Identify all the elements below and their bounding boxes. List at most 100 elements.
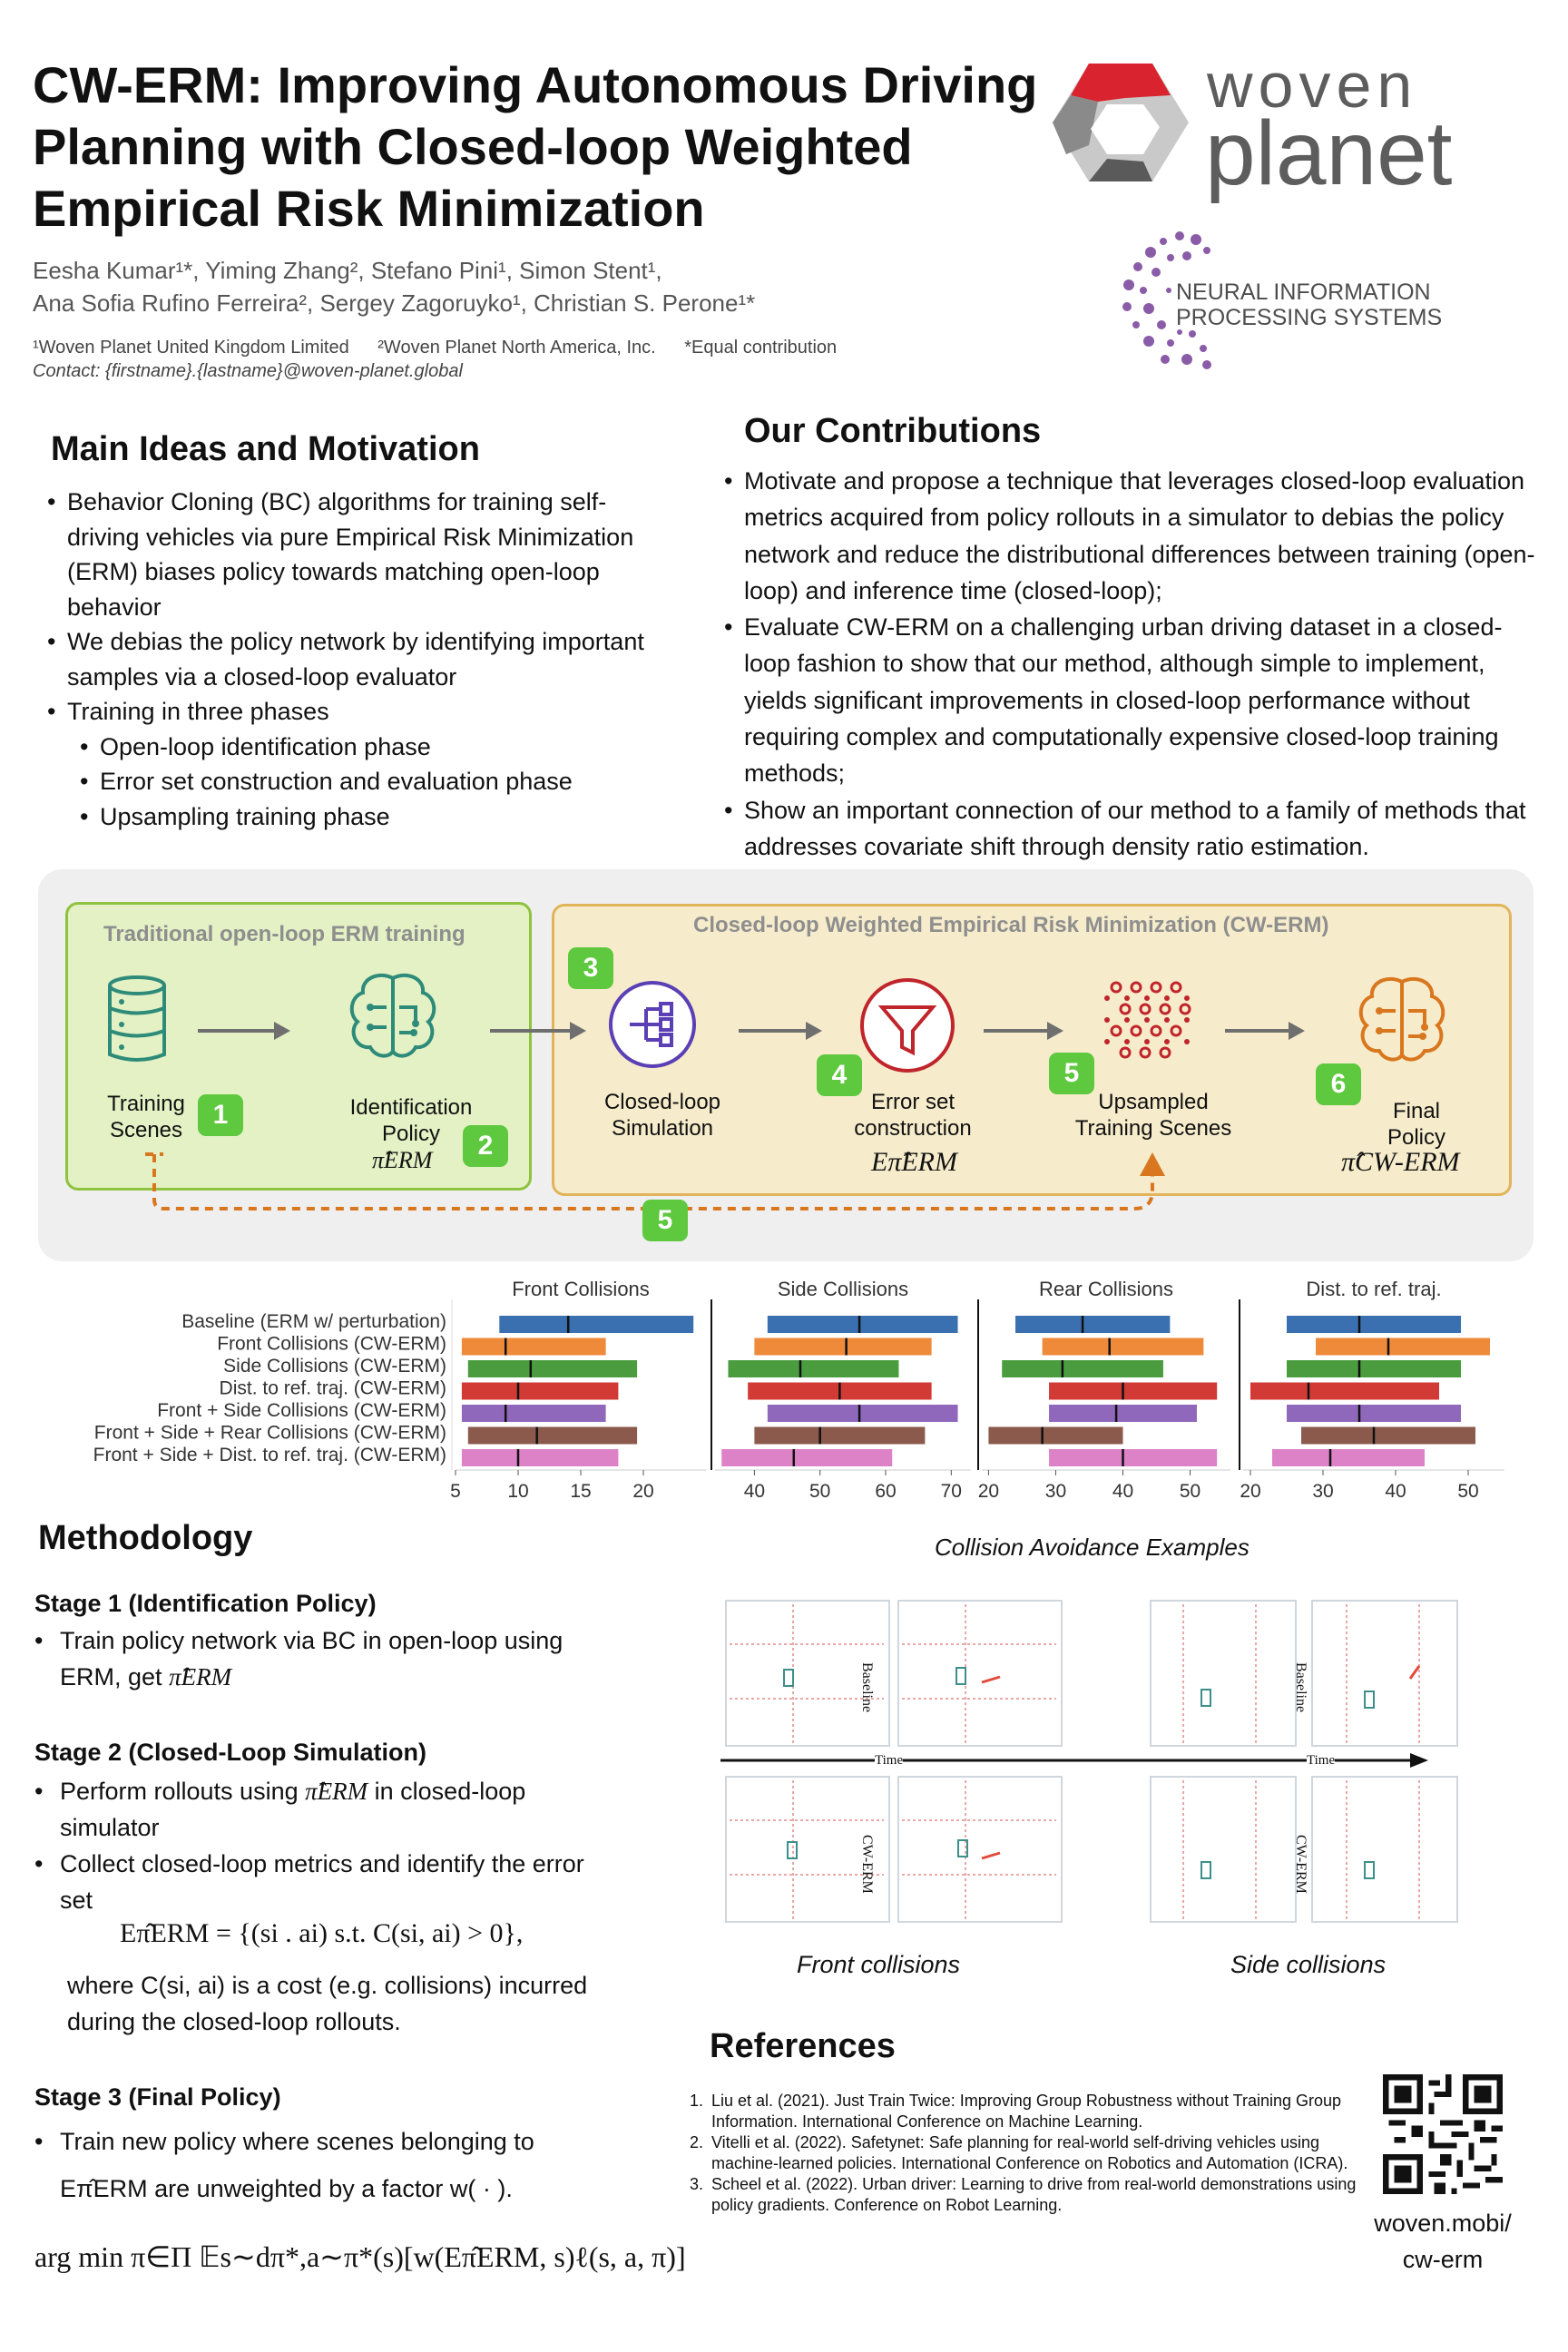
project-link[interactable]: woven.mobi/ cw-erm: [1361, 2205, 1524, 2278]
box: [467, 1426, 638, 1445]
panel-title: Side Collisions: [778, 1281, 908, 1300]
stage1-text: • Train policy network via BC in open-lo…: [34, 1627, 564, 1690]
error-set-construction-label: Error set construction: [854, 1090, 972, 1141]
baseline-label-side: Baseline: [1293, 1662, 1308, 1713]
contact-line: Contact: {firstname}.{lastname}@woven-pl…: [33, 361, 463, 381]
list-item: Show an important connection of our meth…: [722, 792, 1539, 866]
box: [461, 1382, 619, 1400]
step-badge-5: 5: [1049, 1053, 1094, 1094]
closed-loop-simulation-label: Closed-loop Simulation: [603, 1090, 721, 1141]
neurips-dots-icon: [1122, 231, 1211, 369]
stage3-description: Train new policy where scenes belonging …: [60, 2128, 534, 2202]
qr-code-icon[interactable]: [1383, 2074, 1503, 2194]
list-item: Training in three phases: [47, 694, 646, 730]
collision-examples-figure: Baseline CW-ERM Baseline CW-ERM Time Tim…: [711, 1590, 1519, 1953]
authors-line-1: Eesha Kumar¹*, Yiming Zhang², Stefano Pi…: [33, 257, 662, 284]
training-scenes-label: Training Scenes: [107, 1092, 185, 1142]
upsampled-dots-icon: [1104, 981, 1191, 1059]
category-label: Front + Side Collisions (CW-ERM): [157, 1400, 446, 1421]
reference-item: Scheel et al. (2022). Urban driver: Lear…: [708, 2174, 1379, 2216]
woven-planet-logo: woven planet: [1044, 50, 1534, 204]
x-tick-label: 40: [744, 1481, 765, 1502]
box: [1015, 1316, 1171, 1333]
results-box-plots: Baseline (ERM w/ perturbation)Front Coll…: [27, 1278, 1552, 1508]
step-badge-5-loop: 5: [642, 1200, 688, 1241]
reference-item: Liu et al. (2021). Just Train Twice: Imp…: [708, 2091, 1379, 2132]
affiliation-na: ²Woven Planet North America, Inc.: [377, 338, 656, 358]
box: [988, 1426, 1123, 1445]
stage2-title: Stage 2 (Closed-Loop Simulation): [34, 1739, 427, 1766]
funnel-icon: [860, 978, 955, 1073]
examples-title: Collision Avoidance Examples: [935, 1534, 1250, 1561]
cw-erm-label-side: CW-ERM: [1293, 1835, 1308, 1894]
box: [1002, 1360, 1163, 1377]
list-subitem: Error set construction and evaluation ph…: [47, 764, 646, 799]
affiliations: ¹Woven Planet United Kingdom Limited ²Wo…: [33, 336, 1031, 360]
category-label: Baseline (ERM w/ perturbation): [181, 1311, 446, 1332]
stage2-text: •Perform rollouts using π̂ERM in closed-…: [34, 1778, 584, 1914]
x-tick-label: 15: [570, 1481, 591, 1502]
pi-erm-symbol: π̂ERM: [372, 1147, 433, 1173]
x-tick-label: 40: [1385, 1481, 1406, 1502]
category-label: Dist. to ref. traj. (CW-ERM): [220, 1378, 446, 1399]
x-tick-label: 40: [1112, 1481, 1133, 1502]
x-tick-label: 20: [632, 1481, 653, 1502]
box: [767, 1405, 958, 1422]
x-tick-label: 50: [809, 1481, 830, 1502]
x-tick-label: 20: [978, 1481, 999, 1502]
box: [1250, 1382, 1439, 1400]
box: [461, 1405, 606, 1422]
category-label: Front + Side + Dist. to ref. traj. (CW-E…: [93, 1445, 446, 1465]
project-link-line-1: woven.mobi/: [1374, 2210, 1512, 2237]
category-label: Side Collisions (CW-ERM): [223, 1356, 446, 1377]
pi-erm-symbol: π̂ERM: [305, 1778, 368, 1805]
cw-erm-title: Closed-loop Weighted Empirical Risk Mini…: [693, 913, 1329, 937]
stage2-bullet1-a: Perform rollouts using: [60, 1778, 299, 1805]
box: [461, 1338, 606, 1356]
cw-erm-box: [552, 904, 1512, 1196]
x-tick-label: 50: [1180, 1481, 1200, 1502]
step-badge-1: 1: [198, 1094, 243, 1136]
side-collisions-caption: Side collisions: [1230, 1951, 1387, 1978]
category-label: Front Collisions (CW-ERM): [217, 1334, 446, 1355]
open-loop-erm-box: [65, 902, 532, 1191]
references-list: Liu et al. (2021). Just Train Twice: Imp…: [686, 2091, 1379, 2216]
box: [1042, 1338, 1204, 1356]
box: [721, 1449, 893, 1466]
brain-circuit-icon: [349, 973, 436, 1058]
step-badge-2: 2: [463, 1125, 508, 1167]
collision-scenes-illustration: [720, 1600, 1458, 1923]
stage1-description: Train policy network via BC in open-loop…: [60, 1627, 564, 1690]
flow-arrow: [739, 1022, 822, 1040]
neurips-line-1: NEURAL INFORMATION: [1176, 279, 1431, 305]
front-collisions-caption: Front collisions: [797, 1951, 961, 1978]
flow-arrow: [984, 1022, 1063, 1040]
woven-wordmark: woven: [1207, 50, 1418, 121]
category-label: Front + Side + Rear Collisions (CW-ERM): [94, 1423, 446, 1444]
flow-arrow: [490, 1022, 586, 1040]
methodology-heading: Methodology: [38, 1519, 253, 1557]
list-item: Behavior Cloning (BC) algorithms for tra…: [47, 485, 646, 624]
feedback-loop-arrow: [145, 1152, 1165, 1210]
list-subitem: Upsampling training phase: [47, 799, 646, 835]
stage1-title: Stage 1 (Identification Policy): [34, 1590, 377, 1617]
stage2-where: where C(si, ai) is a cost (e.g. collisio…: [67, 1972, 588, 2035]
time-label-front: Time: [875, 1753, 904, 1769]
box: [767, 1316, 958, 1333]
x-tick-label: 5: [450, 1481, 461, 1502]
authors-line-2: Ana Sofia Rufino Ferreira², Sergey Zagor…: [33, 289, 756, 317]
stage2-bullet1-b: in closed-loop simulator: [60, 1778, 526, 1841]
box: [499, 1316, 694, 1333]
author-list: Eesha Kumar¹*, Yiming Zhang², Stefano Pi…: [33, 254, 1031, 319]
box: [1272, 1449, 1425, 1466]
box: [754, 1338, 932, 1356]
list-subitem: Open-loop identification phase: [47, 730, 646, 765]
stage3-text: •Train new policy where scenes belonging…: [34, 2128, 534, 2202]
box: [1316, 1338, 1490, 1356]
flow-arrow: [1225, 1022, 1305, 1040]
box: [467, 1360, 638, 1377]
panel-title: Rear Collisions: [1039, 1281, 1173, 1300]
x-tick-label: 60: [875, 1481, 896, 1502]
box: [1049, 1382, 1218, 1400]
x-tick-label: 30: [1312, 1481, 1333, 1502]
